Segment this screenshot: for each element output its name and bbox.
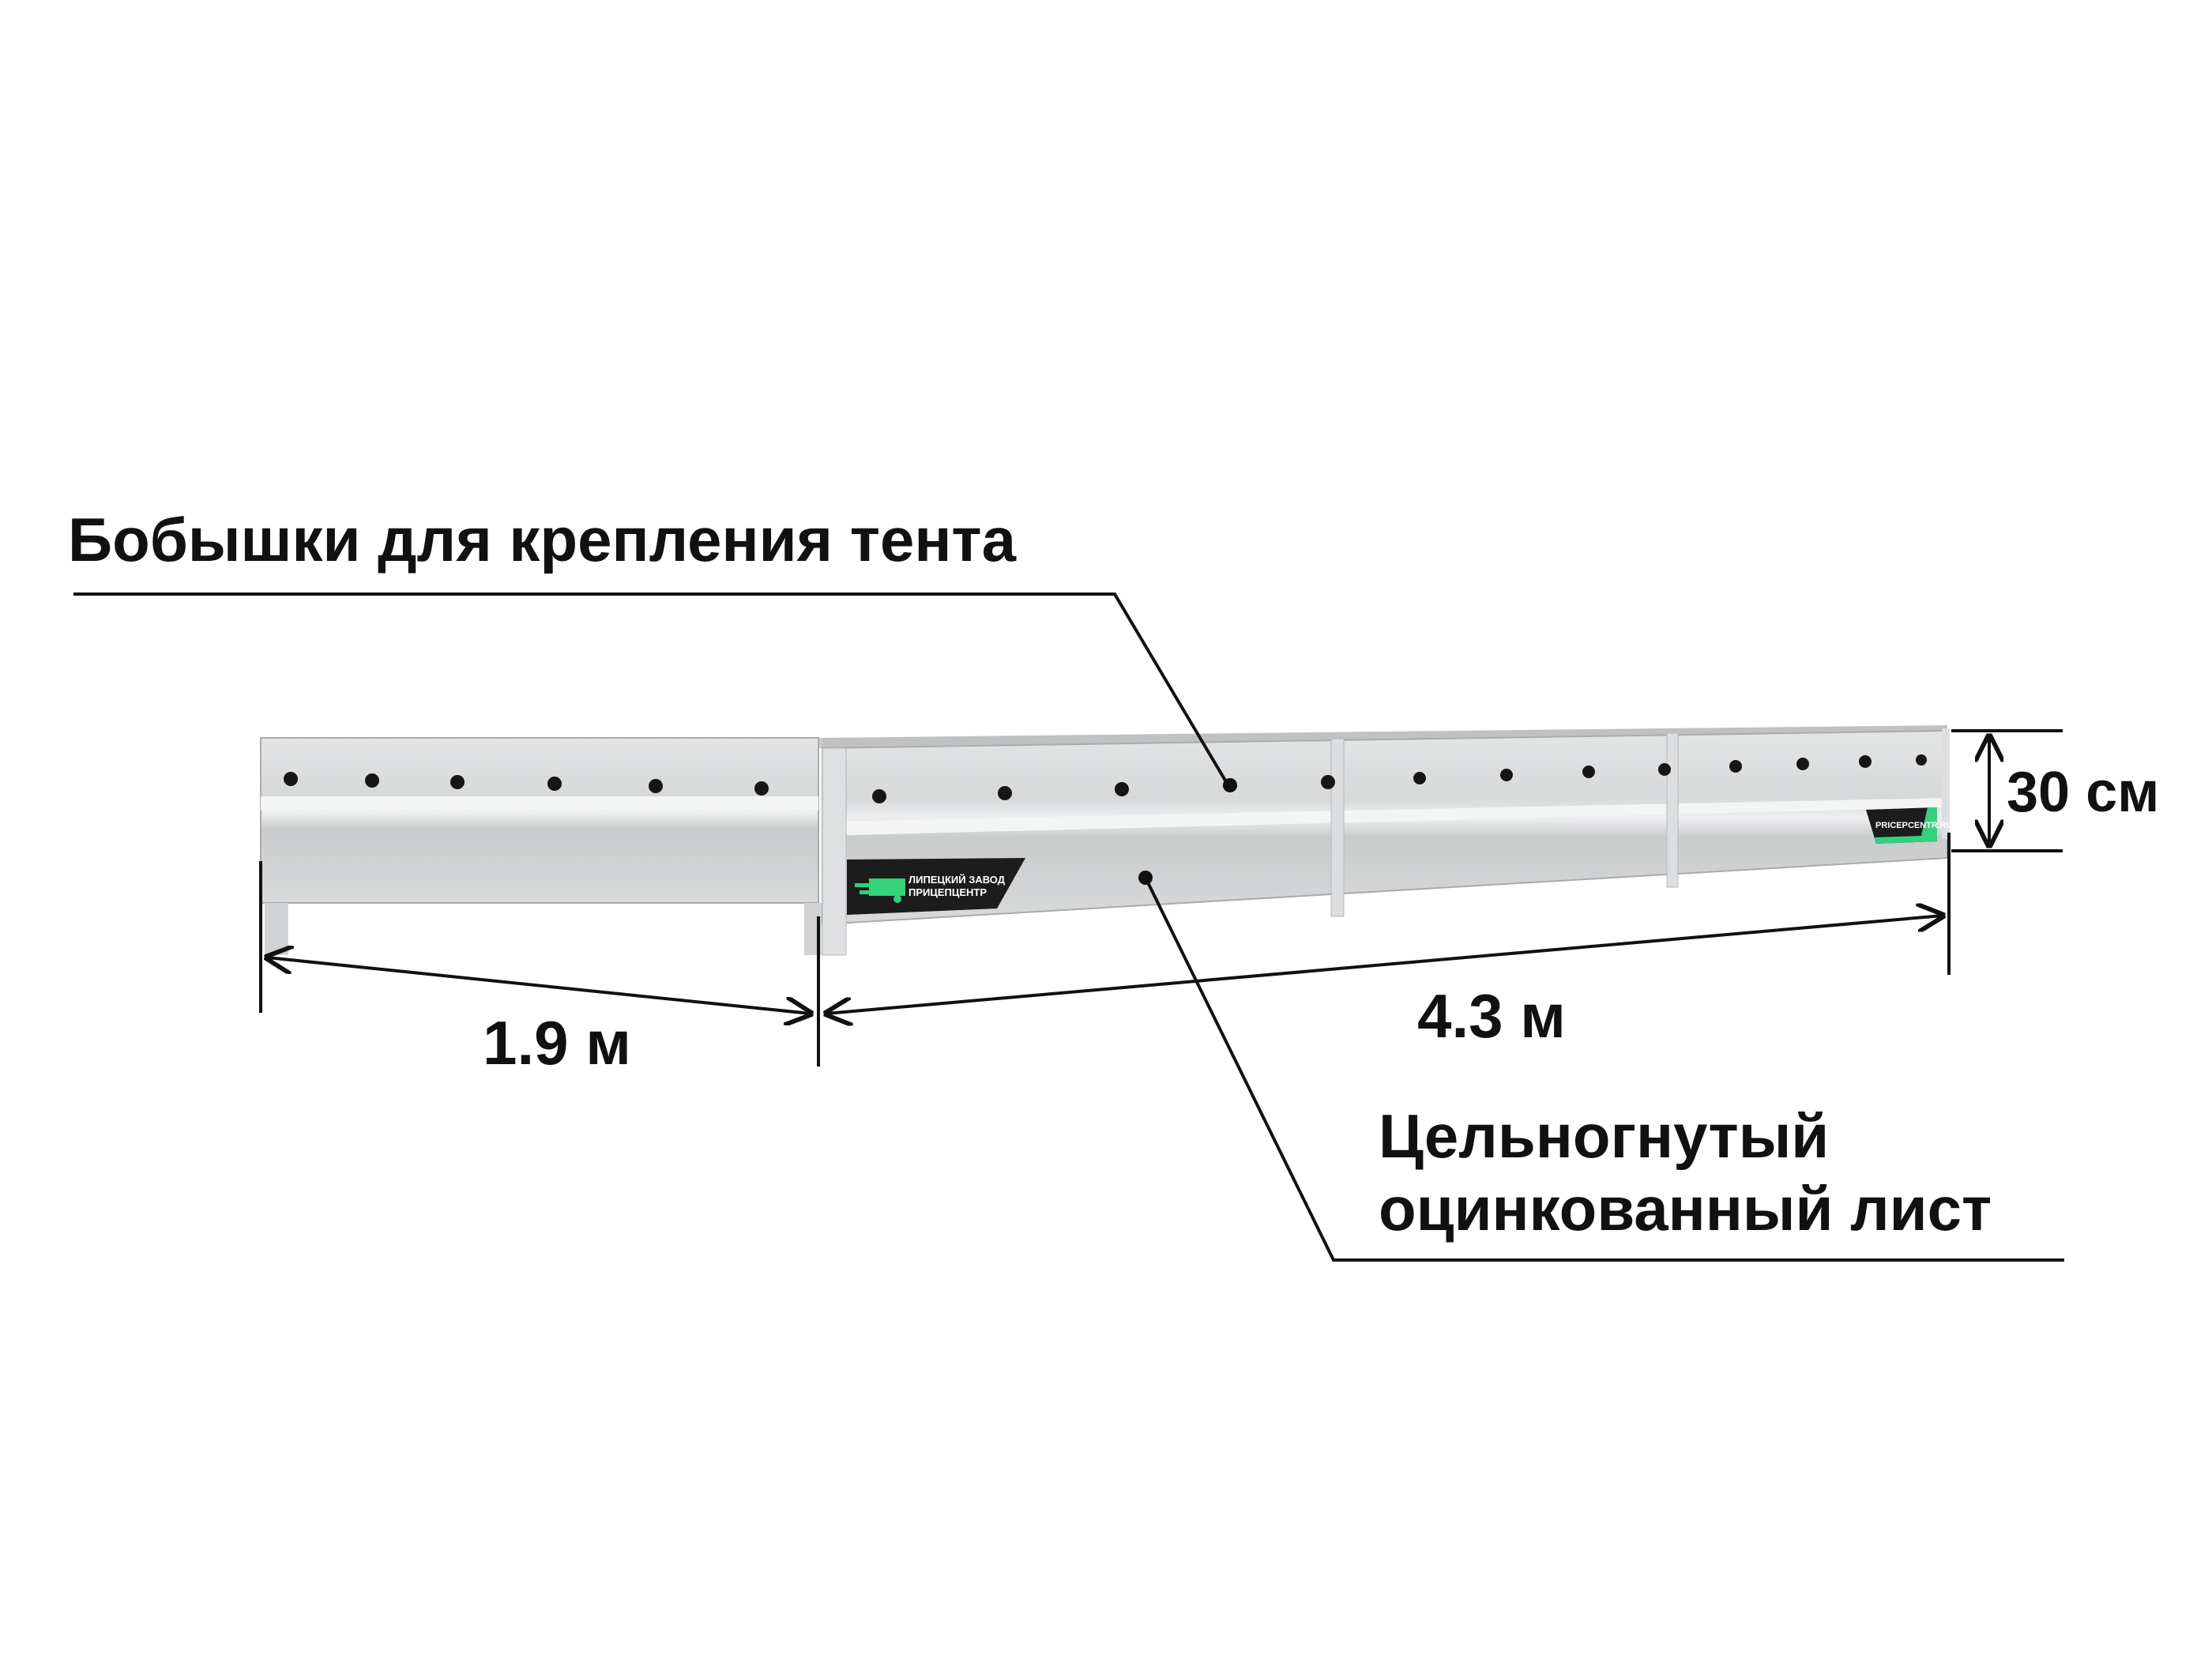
callout-bosses: Бобышки для крепления тента	[68, 505, 1237, 792]
width-label: 1.9 м	[483, 1008, 631, 1078]
callout-bosses-label: Бобышки для крепления тента	[68, 505, 1017, 574]
callout-sheet: Цельногнутый оцинкованный лист	[1138, 871, 2064, 1262]
width-dimension-arrow	[267, 957, 811, 1014]
site-text: PRICEPCENTR.RU	[1875, 821, 1953, 830]
truck-logo-icon	[855, 878, 905, 903]
logo-line1: ЛИПЕЦКИЙ ЗАВОД	[908, 874, 1006, 886]
logo-line2: ПРИЦЕПЦЕНТР	[908, 886, 987, 898]
long-side-board: ЛИПЕЦКИЙ ЗАВОД ПРИЦЕПЦЕНТР PRICEPCENTR.R…	[822, 728, 1953, 956]
site-sticker: PRICEPCENTR.RU	[1866, 807, 1953, 844]
logo-sticker: ЛИПЕЦКИЙ ЗАВОД ПРИЦЕПЦЕНТР	[847, 858, 1025, 915]
length-dimension-arrow	[826, 916, 1943, 1014]
length-label: 4.3 м	[1417, 981, 1566, 1051]
boss-icon	[284, 772, 769, 796]
front-short-board	[260, 737, 822, 955]
callout-sheet-line1: Цельногнутый	[1379, 1101, 1829, 1171]
dimension-lines	[259, 729, 2063, 1066]
height-label: 30 см	[2007, 761, 2159, 824]
callout-sheet-line2: оцинкованный лист	[1379, 1174, 1992, 1243]
